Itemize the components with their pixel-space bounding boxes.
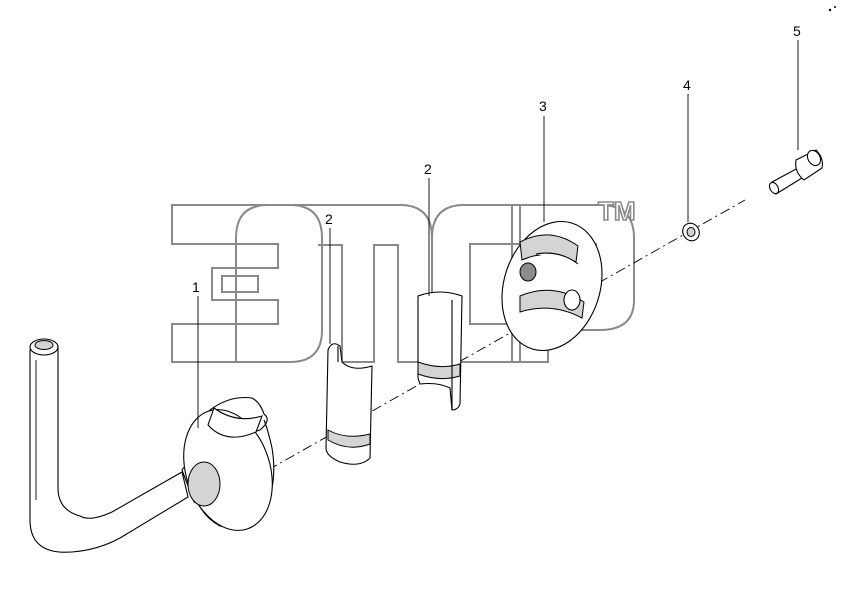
part-1-handle <box>29 338 275 553</box>
part-2-sleeve-middle <box>417 291 463 411</box>
part-4-washer <box>682 222 700 242</box>
callout-4: 4 <box>683 77 691 93</box>
assembly-axis <box>267 199 746 471</box>
part-2-sleeve-left <box>325 343 373 465</box>
callout-1: 1 <box>192 279 200 295</box>
watermark-tm: TM <box>598 196 636 226</box>
callout-2-left: 2 <box>325 211 333 227</box>
leader-lines <box>197 40 799 428</box>
corner-mark <box>828 6 836 12</box>
callout-2-middle: 2 <box>424 161 432 177</box>
part-3-clamp-block <box>501 220 603 352</box>
part-5-bolt <box>768 149 823 195</box>
callout-5: 5 <box>793 23 801 39</box>
callout-3: 3 <box>539 98 547 114</box>
